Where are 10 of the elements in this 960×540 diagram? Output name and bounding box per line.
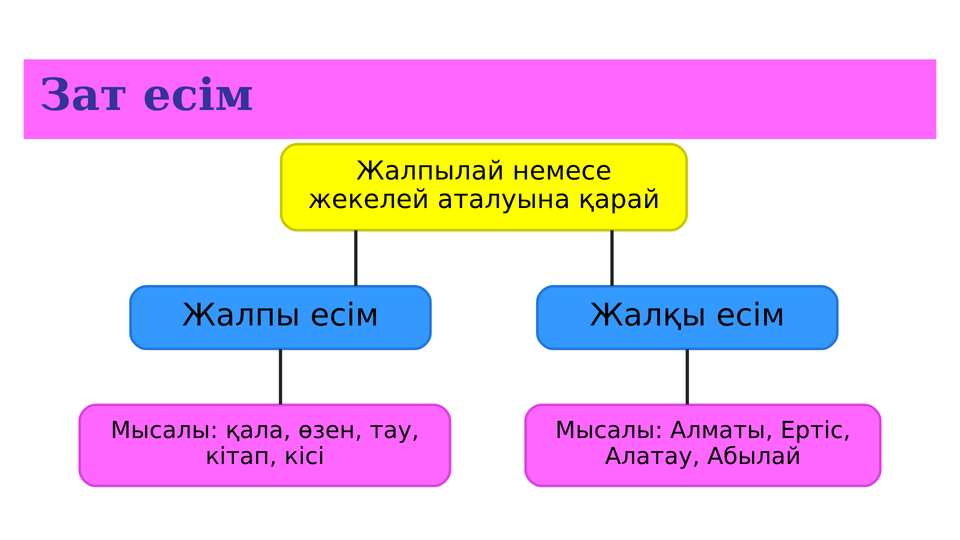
node-box: Мысалы: Алматы, Ертіс, Алатау, Абылай (524, 404, 882, 488)
connector (278, 349, 282, 404)
connector (686, 349, 689, 404)
node-box: Жалқы есім (536, 285, 839, 350)
diagram-title: Зат есім (39, 68, 254, 121)
connector (610, 230, 614, 286)
node-box: Мысалы: қала, өзен, тау, кітап, кісі (78, 404, 452, 488)
node-box: Жалпы есім (129, 285, 432, 350)
node-box: Жалпылай немесе жекелей аталуына қарай (280, 142, 688, 232)
connector (354, 230, 358, 286)
